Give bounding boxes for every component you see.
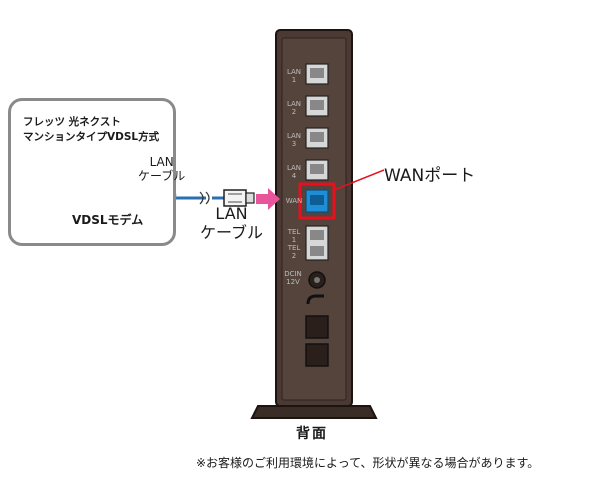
router-stand — [250, 405, 378, 419]
back-view-label: 背面 — [296, 426, 328, 442]
lan-cable-label: LAN ケーブル — [200, 204, 264, 242]
modem-label: VDSLモデム — [72, 213, 144, 227]
lan-port-3 — [305, 127, 329, 149]
cable-hook — [306, 294, 324, 305]
tel-ports — [305, 225, 329, 261]
vdsl-callout-box: フレッツ 光ネクスト マンションタイプVDSL方式 — [8, 98, 176, 246]
callout-cable-label: LAN ケーブル — [138, 155, 186, 183]
lan-port-4 — [305, 159, 329, 181]
bottom-slot-2 — [305, 343, 329, 367]
dc-in-jack — [308, 271, 326, 289]
lan-port-1 — [305, 63, 329, 85]
wan-callout-leader — [333, 169, 385, 191]
wan-port-label: WANポート — [384, 166, 476, 186]
insert-arrow — [256, 188, 280, 210]
lan-cable — [176, 189, 255, 207]
footnote: ※お客様のご利用環境によって、形状が異なる場合があります。 — [196, 456, 540, 470]
lan-port-2 — [305, 95, 329, 117]
callout-title: フレッツ 光ネクスト マンションタイプVDSL方式 — [23, 116, 160, 143]
port-label-wan: WAN — [285, 197, 303, 205]
router-back-view — [250, 29, 385, 419]
wan-port — [305, 189, 329, 213]
bottom-slot-1 — [305, 315, 329, 339]
wan-port-highlight — [298, 182, 336, 220]
